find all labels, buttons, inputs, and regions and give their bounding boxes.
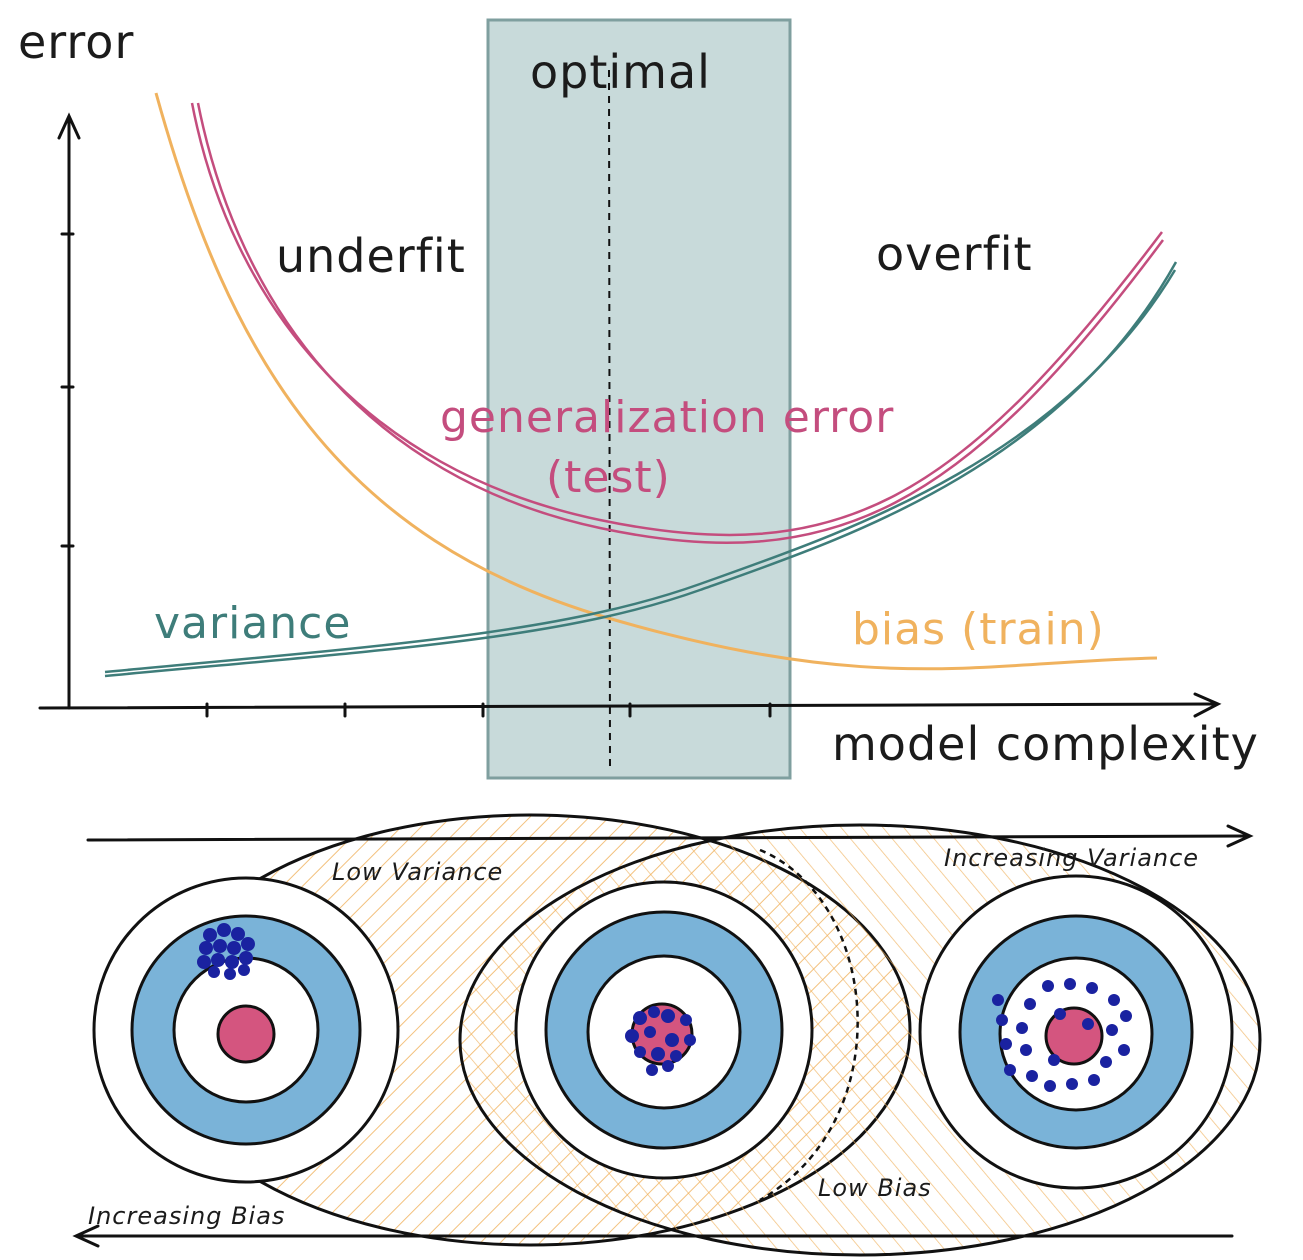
x-axis-label: model complexity <box>832 717 1259 771</box>
target-bullseye <box>216 1004 276 1064</box>
bias-label: bias (train) <box>852 604 1105 655</box>
target-low-bias-low-variance <box>514 880 814 1180</box>
overfit-label: overfit <box>876 227 1033 281</box>
target-points <box>992 978 1132 1092</box>
target-low-bias-high-variance <box>918 874 1234 1190</box>
bias-arrow <box>72 1224 1234 1248</box>
y-axis-label: error <box>18 15 134 69</box>
increasing-bias-label: Increasing Bias <box>88 1202 285 1230</box>
target-high-bias-low-variance <box>92 876 400 1184</box>
generalization-error-label: generalization error <box>440 392 894 443</box>
x-axis-arrow <box>1193 692 1222 718</box>
y-axis-arrow <box>57 112 81 140</box>
bias-curve <box>154 92 1158 671</box>
error-complexity-chart: error model complexity underfit overfit … <box>18 15 1259 780</box>
variance-label: variance <box>154 598 351 649</box>
variance-arrow <box>86 824 1254 848</box>
underfit-label: underfit <box>276 229 466 283</box>
axes <box>38 112 1222 718</box>
generalization-test-label: (test) <box>546 452 671 503</box>
bias-variance-targets: Low Variance Increasing Variance Low Bia… <box>72 813 1262 1257</box>
x-axis <box>38 702 1217 710</box>
target-points <box>197 923 255 980</box>
optimal-label: optimal <box>530 45 711 99</box>
low-variance-label: Low Variance <box>332 858 503 886</box>
variance-curve <box>104 261 1178 678</box>
low-bias-label: Low Bias <box>818 1174 932 1202</box>
generalization-error-curve <box>190 102 1165 545</box>
increasing-variance-label: Increasing Variance <box>944 844 1199 872</box>
target-points <box>625 1006 696 1076</box>
dashed-arc <box>759 848 859 1202</box>
